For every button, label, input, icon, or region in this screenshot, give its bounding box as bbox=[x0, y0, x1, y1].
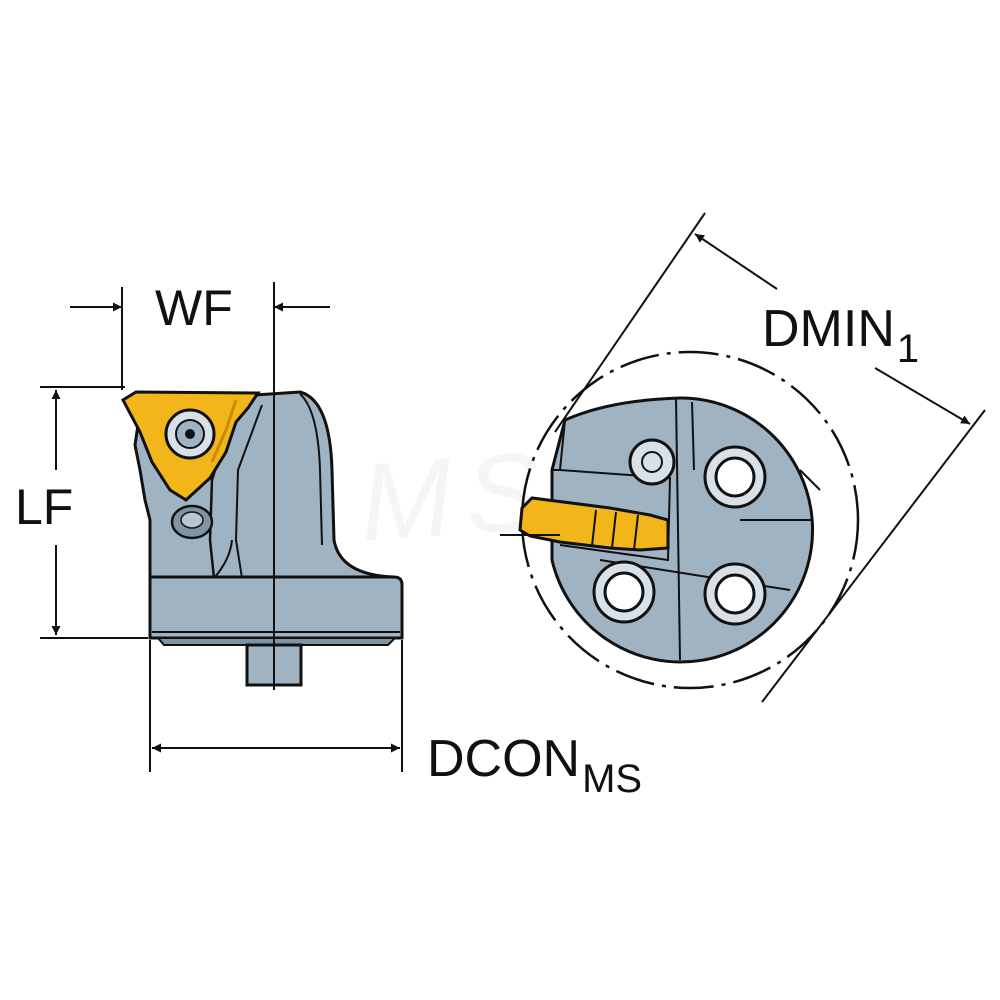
bolt-hole-icon bbox=[703, 562, 767, 626]
dmin-label: DMIN1 bbox=[762, 300, 919, 369]
dmin-label-subscript: 1 bbox=[896, 327, 920, 371]
dmin-circle bbox=[520, 350, 860, 690]
dmin-dimension bbox=[554, 212, 986, 703]
wf-label: WF bbox=[155, 280, 233, 336]
lf-dimension bbox=[40, 386, 148, 639]
dcon-label: DCONMS bbox=[427, 730, 642, 799]
dcon-label-text: DCON bbox=[427, 730, 581, 788]
side-view bbox=[121, 282, 404, 690]
lf-label: LF bbox=[15, 479, 74, 535]
base-lip bbox=[155, 637, 398, 646]
front-view bbox=[500, 350, 860, 690]
dcon-label-subscript: MS bbox=[582, 757, 643, 801]
wf-dimension bbox=[70, 287, 330, 390]
torx-screw-icon bbox=[628, 438, 676, 486]
base-flange bbox=[148, 575, 404, 640]
dcon-dimension bbox=[149, 640, 403, 772]
bolt-hole-icon bbox=[592, 560, 656, 624]
bolt-hole-icon bbox=[703, 445, 767, 509]
dmin-label-text: DMIN bbox=[762, 300, 895, 358]
